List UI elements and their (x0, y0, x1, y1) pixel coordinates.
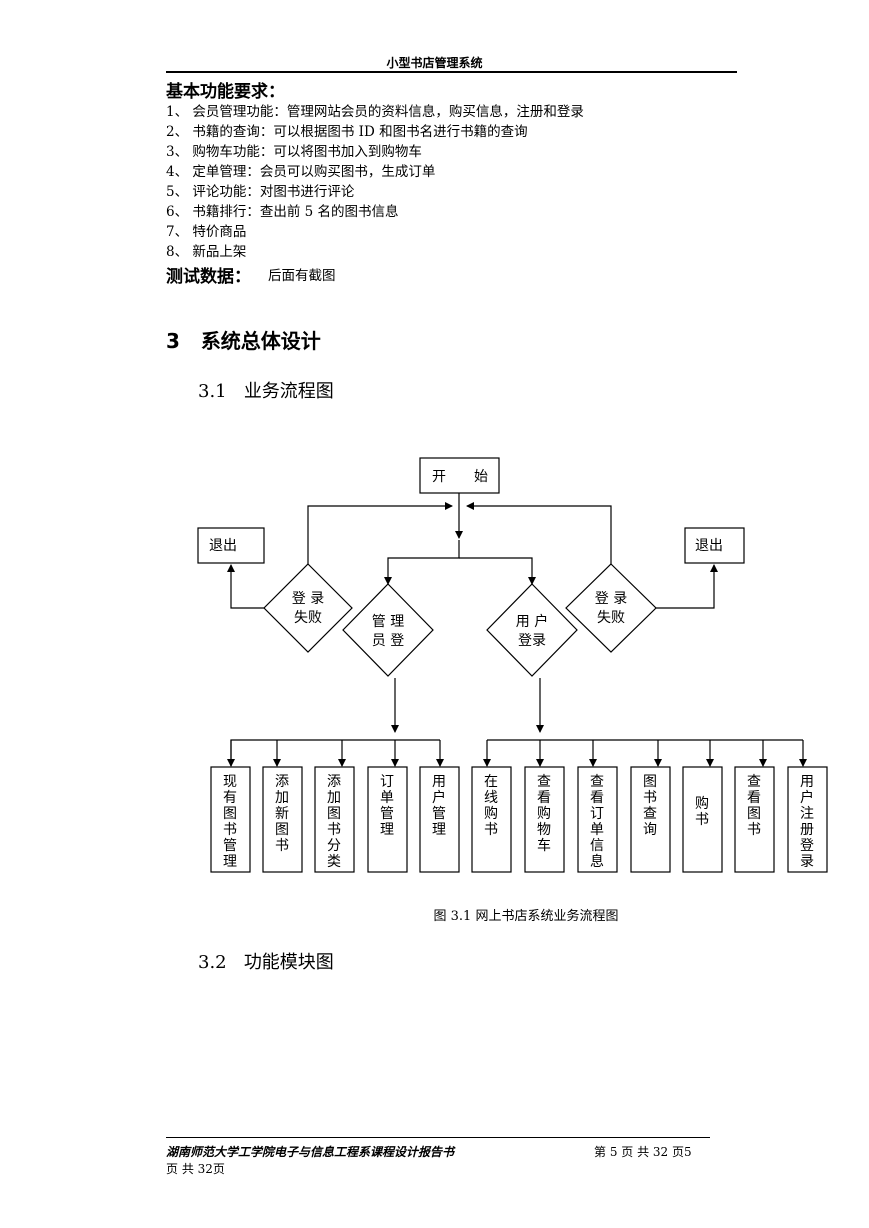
subsection-number: 3.2 (198, 952, 227, 973)
diamond-label: 失败 (294, 610, 322, 626)
start-box (419, 457, 500, 494)
requirements-heading: 基本功能要求： (166, 82, 285, 102)
module-label: 图书查询 (643, 774, 657, 838)
module-label: 查看购物车 (537, 774, 551, 854)
test-data-value: 后面有截图 (268, 268, 336, 284)
module-box (682, 766, 723, 873)
diamond-label: 管 理 (372, 614, 404, 630)
footer-institution: 湖南师范大学工学院电子与信息工程系课程设计报告书 (166, 1145, 455, 1159)
section-heading: 3 系统总体设计 (166, 325, 321, 354)
connector (459, 557, 536, 585)
connector (230, 739, 440, 766)
module-label: 查看订单信息 (590, 774, 604, 870)
requirement-item: 3、 购物车功能：可以将图书加入到购物车 (166, 144, 422, 160)
requirement-item: 7、 特价商品 (166, 224, 247, 240)
diamond-label: 登录 (518, 633, 546, 649)
diamond-label: 用 户 (516, 613, 548, 630)
module-box (734, 766, 775, 873)
connector (307, 502, 453, 568)
diamond-login-fail-right (565, 563, 657, 653)
connector (384, 540, 460, 585)
module-box (262, 766, 303, 873)
diamond-label: 失败 (597, 610, 625, 626)
exit-box-left (197, 527, 265, 564)
requirement-item: 2、 书籍的查询：可以根据图书 ID 和图书名进行书籍的查询 (166, 124, 528, 140)
module-box (787, 766, 828, 873)
module-label: 用户管理 (432, 774, 446, 838)
exit-right-label: 退出 (695, 538, 723, 554)
diamond-label: 员 登 (372, 633, 404, 649)
subsection-title: 业务流程图 (243, 381, 334, 402)
footer-page-count: 页 共 32页 (166, 1162, 225, 1176)
module-box (524, 766, 565, 873)
diamond-admin-login (342, 583, 434, 677)
section-title: 系统总体设计 (200, 329, 321, 353)
subsection-number: 3.1 (198, 381, 227, 402)
module-label: 添加图书分类 (327, 774, 341, 870)
diamond-label: 登 录 (595, 591, 627, 607)
requirement-item: 4、 定单管理：会员可以购买图书，生成订单 (166, 164, 436, 180)
connector (656, 564, 718, 609)
module-box (367, 766, 408, 873)
start-label: 开 始 (432, 469, 488, 485)
module-box (419, 766, 460, 873)
subsection-heading: 3.2 功能模块图 (198, 948, 334, 974)
section-number: 3 (166, 329, 180, 353)
subsection-heading: 3.1 业务流程图 (198, 377, 334, 403)
requirement-item: 6、 书籍排行：查出前 5 名的图书信息 (166, 204, 399, 220)
footer-rule (166, 1137, 710, 1138)
page-header-title: 小型书店管理系统 (386, 56, 483, 70)
module-box (210, 766, 251, 873)
diamond-user-login (486, 583, 578, 677)
module-box (577, 766, 618, 873)
connector (466, 502, 612, 568)
requirement-item: 5、 评论功能：对图书进行评论 (166, 184, 355, 200)
diamond-login-fail-left (263, 563, 353, 653)
diamond-label: 登 录 (292, 591, 324, 607)
requirement-item: 8、 新品上架 (166, 244, 247, 260)
module-box (471, 766, 512, 873)
module-label: 现有图书管理 (223, 774, 237, 870)
exit-box-right (684, 527, 745, 564)
module-label: 购书 (695, 796, 709, 828)
header-rule (166, 71, 737, 73)
module-label: 用户注册登录 (800, 774, 814, 870)
test-data-label: 测试数据： (166, 267, 251, 287)
subsection-title: 功能模块图 (243, 952, 334, 973)
connector (227, 564, 264, 609)
requirement-item: 1、 会员管理功能：管理网站会员的资料信息，购买信息，注册和登录 (166, 104, 584, 120)
module-label: 添加新图书 (275, 774, 289, 854)
footer-page-number: 第 5 页 共 32 页5 (594, 1145, 692, 1159)
module-box (630, 766, 671, 873)
exit-left-label: 退出 (209, 538, 237, 554)
figure-caption: 图 3.1 网上书店系统业务流程图 (433, 909, 619, 924)
module-label: 在线购书 (484, 774, 498, 838)
module-label: 查看图书 (747, 774, 761, 838)
module-box (314, 766, 355, 873)
module-label: 订单管理 (380, 774, 394, 838)
